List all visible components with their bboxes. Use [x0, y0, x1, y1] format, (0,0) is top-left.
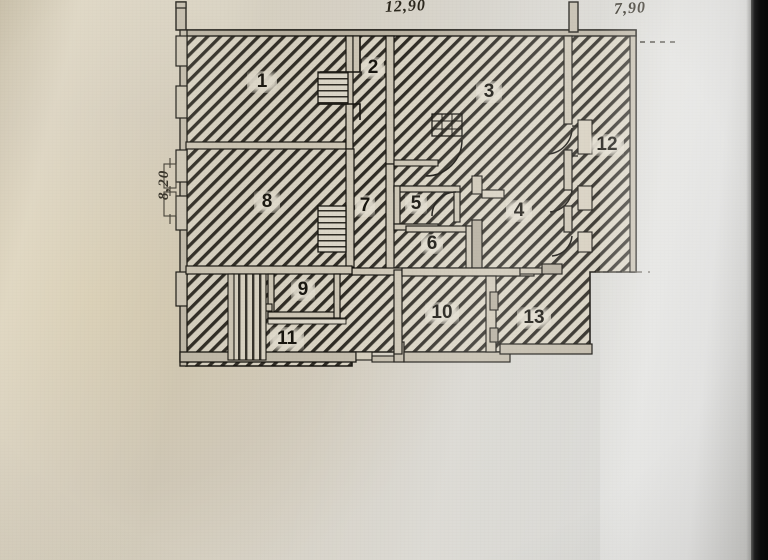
room-number-4: 4	[506, 200, 532, 222]
room-number-7: 7	[355, 195, 375, 217]
stairs	[317, 71, 463, 253]
room-number-9: 9	[291, 279, 315, 301]
room-number-10: 10	[425, 302, 459, 324]
wall-lines	[175, 1, 637, 367]
door-arcs	[425, 127, 573, 257]
room-number-5: 5	[405, 194, 427, 214]
room-number-8: 8	[254, 191, 280, 213]
dimension-leaders	[163, 158, 177, 224]
page-edge-shadow	[746, 0, 752, 560]
room-number-3: 3	[476, 81, 502, 103]
room-number-1: 1	[247, 71, 277, 93]
room-number-11: 11	[270, 327, 304, 351]
room-number-2: 2	[362, 57, 384, 79]
page-edge-dark-strip	[751, 0, 768, 560]
room-number-6: 6	[421, 234, 443, 254]
room-number-13: 13	[517, 307, 551, 329]
